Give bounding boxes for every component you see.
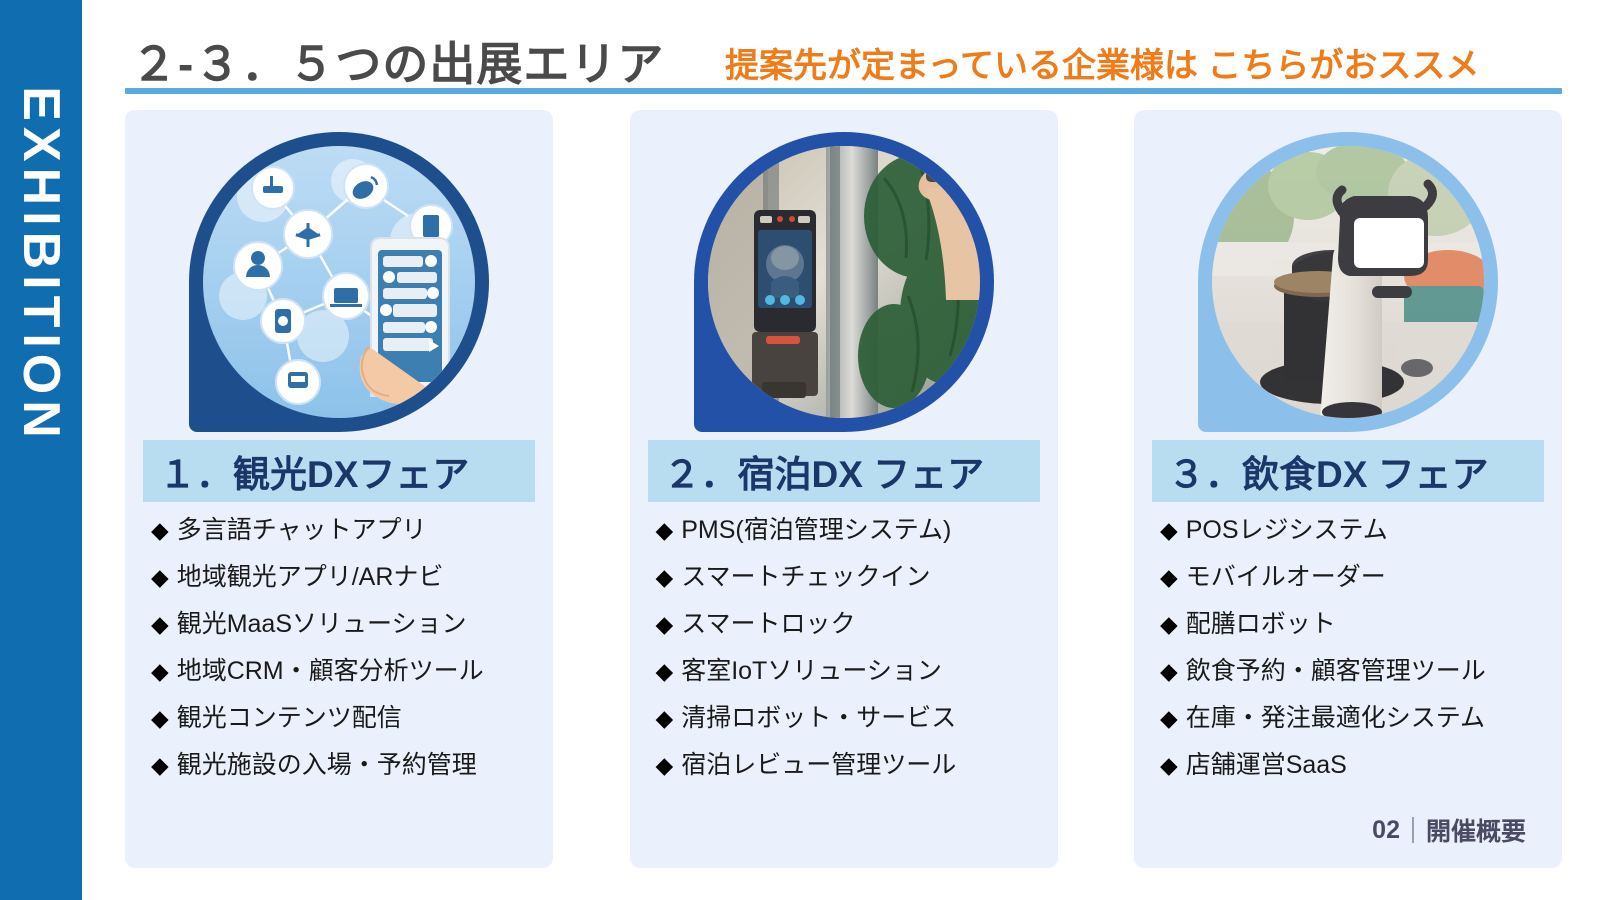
list-item-label: 宿泊レビュー管理ツール bbox=[681, 751, 957, 779]
diamond-bullet-icon: ◆ bbox=[655, 611, 674, 637]
list-item: ◆ 観光施設の入場・予約管理 bbox=[151, 753, 543, 778]
list-item: ◆ 宿泊レビュー管理ツール bbox=[656, 753, 1048, 778]
list-item-label: 飲食予約・顧客管理ツール bbox=[1185, 657, 1486, 685]
exhibition-sidebar: EXHIBITION bbox=[0, 0, 82, 900]
footer-section-label: 開催概要 bbox=[1425, 818, 1526, 846]
diamond-bullet-icon: ◆ bbox=[1160, 705, 1178, 731]
list-item-label: 観光施設の入場・予約管理 bbox=[176, 751, 477, 779]
list-item-label: 地域CRM・顧客分析ツール bbox=[176, 657, 484, 685]
page-title: ２-３．５つの出展エリア bbox=[131, 38, 665, 90]
list-item: ◆ 在庫・発注最適化システム bbox=[1160, 706, 1552, 731]
list-item-label: POSレジシステム bbox=[1185, 516, 1388, 544]
list-item: ◆ 店舗運営SaaS bbox=[1160, 753, 1552, 778]
list-item-label: 多言語チャットアプリ bbox=[176, 516, 427, 544]
list-item: ◆ 観光MaaSソリューション bbox=[151, 612, 543, 637]
header-subtitle: 提案先が定まっている企業様は こちらがおススメ bbox=[725, 47, 1480, 85]
card-bullet-list: ◆ POSレジシステム ◆ モバイルオーダー ◆ 配膳ロボット ◆ 飲食予約・顧客管理ツ… bbox=[1160, 518, 1552, 800]
tourism-dx-network-illustration-icon bbox=[203, 146, 475, 418]
diamond-bullet-icon: ◆ bbox=[151, 705, 169, 731]
list-item-label: 観光MaaSソリューション bbox=[176, 610, 467, 638]
list-item-label: 清掃ロボット・サービス bbox=[681, 704, 957, 732]
card-title-band: ３．飲食DX フェア bbox=[1152, 440, 1544, 502]
list-item: ◆ 観光コンテンツ配信 bbox=[151, 706, 543, 731]
header-divider bbox=[125, 88, 1562, 94]
list-item-label: 在庫・発注最適化システム bbox=[1185, 704, 1485, 732]
fair-card[interactable]: ３．飲食DX フェア ◆ POSレジシステム ◆ モバイルオーダー ◆ 配膳ロボット … bbox=[1134, 110, 1562, 868]
card-media bbox=[189, 132, 489, 432]
diamond-bullet-icon: ◆ bbox=[655, 752, 674, 778]
card-media bbox=[1198, 132, 1498, 432]
fair-card[interactable]: １．観光DXフェア ◆ 多言語チャットアプリ ◆ 地域観光アプリ/ARナビ ◆ 観光M… bbox=[125, 110, 553, 868]
list-item: ◆ 清掃ロボット・サービス bbox=[656, 706, 1048, 731]
diamond-bullet-icon: ◆ bbox=[655, 564, 674, 590]
card-media bbox=[693, 132, 994, 432]
card-title-band: １．観光DXフェア bbox=[143, 440, 535, 502]
list-item-label: 観光コンテンツ配信 bbox=[176, 704, 402, 732]
card-bullet-list: ◆ 多言語チャットアプリ ◆ 地域観光アプリ/ARナビ ◆ 観光MaaSソリューション… bbox=[151, 518, 543, 800]
diamond-bullet-icon: ◆ bbox=[151, 752, 169, 778]
list-item-label: モバイルオーダー bbox=[1185, 563, 1386, 591]
diamond-bullet-icon: ◆ bbox=[1160, 611, 1178, 637]
restaurant-serving-robot-photo-icon bbox=[1212, 146, 1484, 418]
list-item-label: 客室IoTソリューション bbox=[681, 657, 942, 685]
diamond-bullet-icon: ◆ bbox=[151, 611, 169, 637]
list-item-label: 配膳ロボット bbox=[1185, 610, 1336, 638]
list-item: ◆ スマートチェックイン bbox=[656, 565, 1048, 590]
list-item-label: スマートロック bbox=[681, 610, 856, 638]
diamond-bullet-icon: ◆ bbox=[655, 517, 674, 543]
diamond-bullet-icon: ◆ bbox=[1160, 564, 1178, 590]
list-item: ◆ POSレジシステム bbox=[1160, 518, 1552, 543]
list-item: ◆ 多言語チャットアプリ bbox=[151, 518, 543, 543]
list-item: ◆ スマートロック bbox=[656, 612, 1048, 637]
card-title: １．観光DXフェア bbox=[159, 454, 470, 495]
list-item-label: PMS(宿泊管理システム) bbox=[681, 516, 952, 544]
sidebar-label: EXHIBITION bbox=[12, 86, 70, 444]
diamond-bullet-icon: ◆ bbox=[1160, 517, 1178, 543]
card-title: ２．宿泊DX フェア bbox=[663, 454, 985, 495]
list-item: ◆ モバイルオーダー bbox=[1160, 565, 1552, 590]
diamond-bullet-icon: ◆ bbox=[151, 658, 169, 684]
slide-footer: 02 開催概要 bbox=[1372, 812, 1526, 848]
list-item: ◆ 客室IoTソリューション bbox=[656, 659, 1048, 684]
card-title: ３．飲食DX フェア bbox=[1168, 454, 1489, 495]
slide-header: ２-３．５つの出展エリア 提案先が定まっている企業様は こちらがおススメ bbox=[125, 16, 1560, 96]
diamond-bullet-icon: ◆ bbox=[1160, 752, 1178, 778]
list-item-label: 店舗運営SaaS bbox=[1185, 751, 1347, 779]
fair-card-grid: １．観光DXフェア ◆ 多言語チャットアプリ ◆ 地域観光アプリ/ARナビ ◆ 観光M… bbox=[125, 110, 1562, 870]
diamond-bullet-icon: ◆ bbox=[151, 564, 169, 590]
diamond-bullet-icon: ◆ bbox=[655, 705, 674, 731]
list-item-label: 地域観光アプリ/ARナビ bbox=[176, 563, 444, 591]
footer-divider bbox=[1411, 817, 1414, 843]
diamond-bullet-icon: ◆ bbox=[655, 658, 674, 684]
list-item: ◆ 地域CRM・顧客分析ツール bbox=[151, 659, 543, 684]
list-item: ◆ 配膳ロボット bbox=[1160, 612, 1552, 637]
list-item: ◆ 地域観光アプリ/ARナビ bbox=[151, 565, 543, 590]
list-item: ◆ 飲食予約・顧客管理ツール bbox=[1160, 659, 1552, 684]
fair-card[interactable]: ２．宿泊DX フェア ◆ PMS(宿泊管理システム) ◆ スマートチェックイン ◆ ス… bbox=[629, 110, 1058, 868]
footer-page-number: 02 bbox=[1372, 815, 1400, 844]
card-title-band: ２．宿泊DX フェア bbox=[647, 440, 1040, 502]
diamond-bullet-icon: ◆ bbox=[1160, 658, 1178, 684]
list-item: ◆ PMS(宿泊管理システム) bbox=[656, 518, 1048, 543]
card-bullet-list: ◆ PMS(宿泊管理システム) ◆ スマートチェックイン ◆ スマートロック ◆ 客室I… bbox=[656, 518, 1048, 800]
face-recognition-checkin-terminal-photo-icon bbox=[707, 146, 980, 418]
diamond-bullet-icon: ◆ bbox=[151, 517, 169, 543]
list-item-label: スマートチェックイン bbox=[681, 563, 931, 591]
